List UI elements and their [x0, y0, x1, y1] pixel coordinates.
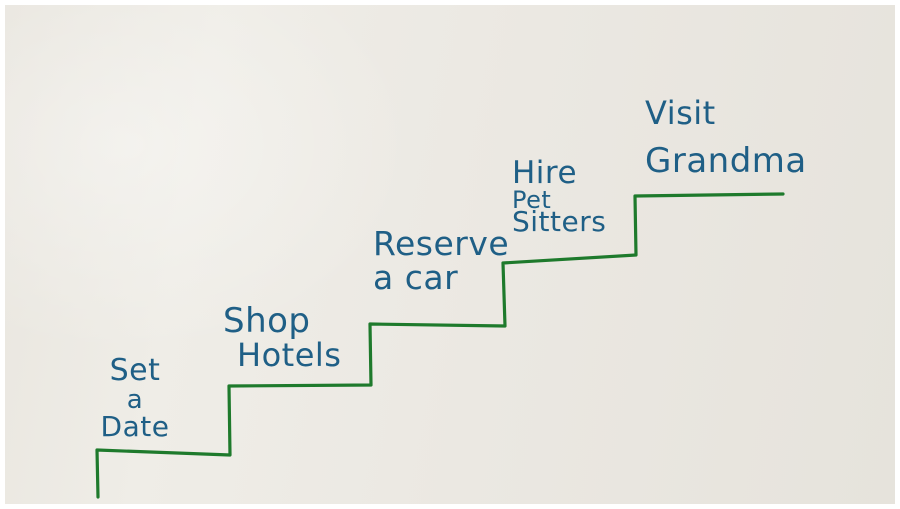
step-1-label: Set a Date [100, 353, 170, 444]
step-3-line-1: Reserve [373, 224, 510, 263]
step-3-label: Reserve a car [373, 227, 509, 294]
staircase-drawing [95, 192, 785, 499]
step-4-line-1: Hire [512, 155, 578, 191]
step-4-line-3: Sitters [512, 205, 607, 239]
step-4-label: Hire Pet Sitters [512, 155, 607, 239]
step-2-line-1: Shop [223, 301, 311, 341]
staircase-line [95, 192, 785, 499]
paper-lighting [5, 5, 895, 504]
step-1-line-1: Set [109, 353, 161, 388]
step-2-line-2: Hotels [237, 335, 342, 374]
step-1-line-3: Date [100, 410, 170, 444]
step-2-label: Shop Hotels [223, 304, 341, 371]
step-5-label: Visit Grandma [645, 97, 807, 178]
step-5-line-2: Grandma [645, 140, 807, 181]
step-1-line-2: a [126, 384, 144, 415]
step-3-line-2: a car [373, 257, 459, 297]
step-5-line-1: Visit [645, 94, 716, 132]
step-4-line-2: Pet [512, 185, 552, 214]
paper-sheet: Set a Date Shop Hotels Reserve a car Hir… [5, 5, 895, 504]
